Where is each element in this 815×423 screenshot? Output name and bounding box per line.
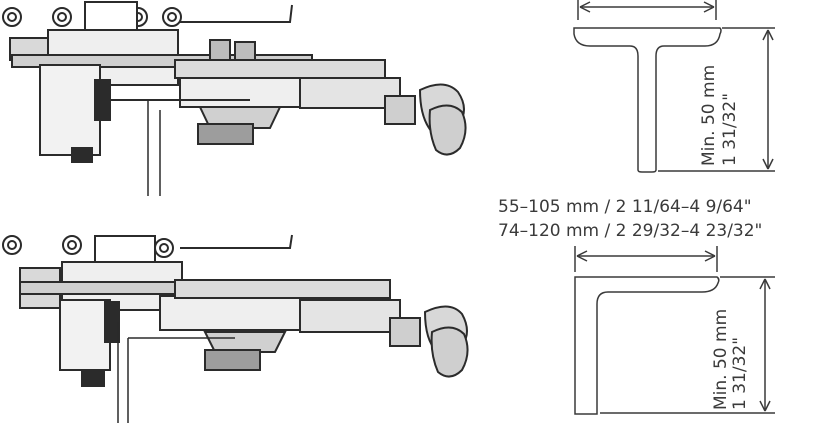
roller-icons-bottom — [2, 235, 174, 258]
t-shape — [573, 27, 722, 173]
angle-shape — [574, 276, 720, 415]
height-label-mm-1: Min. 50 mm — [699, 65, 719, 166]
height-label-mm-2: Min. 50 mm — [711, 309, 731, 410]
height-label-in-1: 1 31/32" — [720, 93, 740, 166]
machine-bottom — [2, 234, 469, 423]
machine-top — [2, 1, 467, 196]
height-arrowheads-1 — [762, 29, 774, 170]
angle-profile — [574, 246, 775, 415]
width-arrowheads-top — [579, 1, 715, 13]
height-arrowheads-2 — [759, 278, 771, 412]
width-label-line2: 74–120 mm / 2 29/32–4 23/32" — [498, 221, 762, 241]
width-label-line1: 55–105 mm / 2 11/64–4 9/64" — [498, 197, 752, 217]
t-beam-profile — [573, 0, 775, 173]
width-arrowheads-2 — [576, 250, 716, 262]
height-label-in-2: 1 31/32" — [730, 337, 750, 410]
